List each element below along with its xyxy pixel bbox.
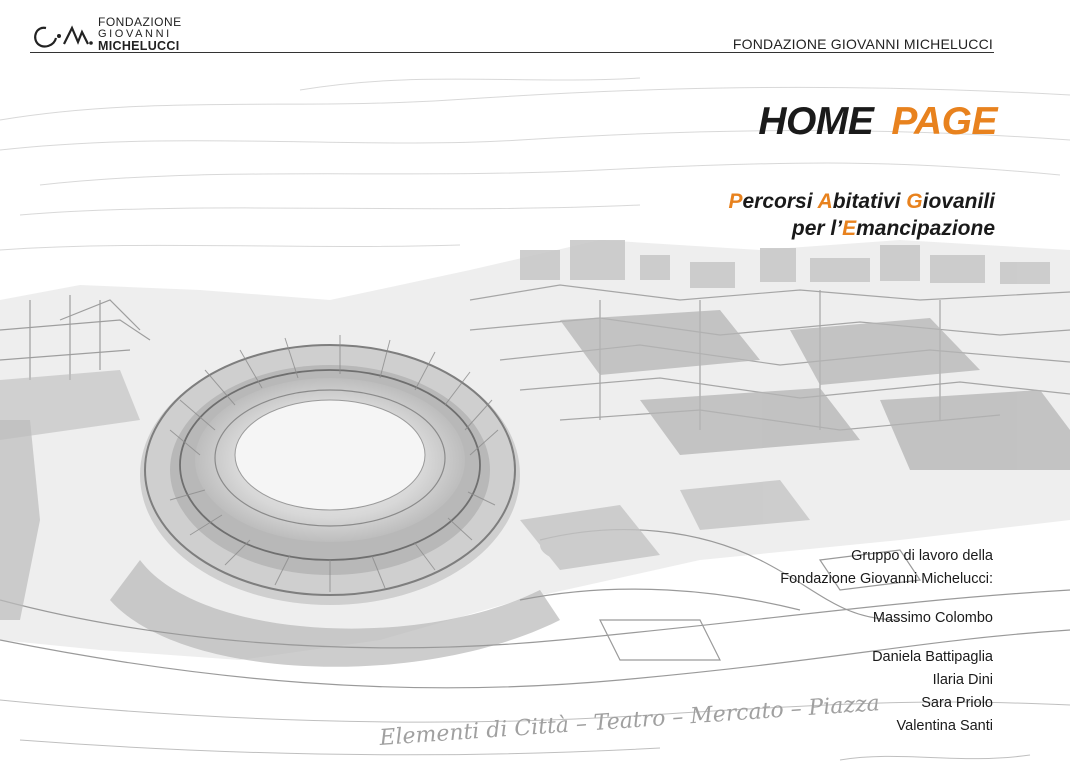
credits-heading-line-1: Gruppo di lavoro della	[851, 548, 993, 564]
title-word-page: PAGE	[891, 100, 997, 143]
subtitle-word: per l’	[791, 217, 843, 240]
credits-coordinator: Massimo Colombo	[872, 610, 993, 626]
credits-member: Daniela Battipaglia	[872, 649, 993, 665]
logo-line-michelucci: MICHELUCCI	[98, 39, 180, 53]
subtitle-word: mancipazione	[856, 217, 995, 240]
title-word-home: HOME	[758, 100, 874, 143]
logo-mark-icon	[34, 25, 93, 48]
project-subtitle: Percorsi Abitativi Giovanili per l’Emanc…	[728, 188, 995, 242]
credits-member: Ilaria Dini	[932, 672, 993, 688]
logo: FONDAZIONE GIOVANNI MICHELUCCI	[30, 14, 210, 54]
subtitle-initial: P	[728, 190, 743, 213]
subtitle-line-2: per l’Emancipazione	[728, 215, 995, 242]
page-title: HOME PAGE	[758, 100, 997, 144]
subtitle-initial: A	[817, 190, 833, 213]
subtitle-word: iovanili	[922, 190, 995, 213]
credits-block: Gruppo di lavoro della Fondazione Giovan…	[780, 545, 993, 738]
subtitle-word: ercorsi	[742, 190, 818, 213]
credits-heading-line-2: Fondazione Giovanni Michelucci:	[780, 571, 993, 587]
subtitle-initial: E	[842, 217, 857, 240]
subtitle-word: bitativi	[832, 190, 907, 213]
subtitle-initial: G	[906, 190, 923, 213]
logo-line-fondazione: FONDAZIONE	[98, 15, 182, 29]
subtitle-line-1: Percorsi Abitativi Giovanili	[728, 188, 995, 215]
credits-member: Valentina Santi	[896, 718, 993, 734]
logo-wordmark: FONDAZIONE GIOVANNI MICHELUCCI	[98, 16, 182, 53]
header-organization-name: FONDAZIONE GIOVANNI MICHELUCCI	[732, 36, 993, 52]
header-divider	[30, 52, 994, 53]
credits-member: Sara Priolo	[921, 695, 993, 711]
logo-line-giovanni: GIOVANNI	[98, 28, 172, 40]
